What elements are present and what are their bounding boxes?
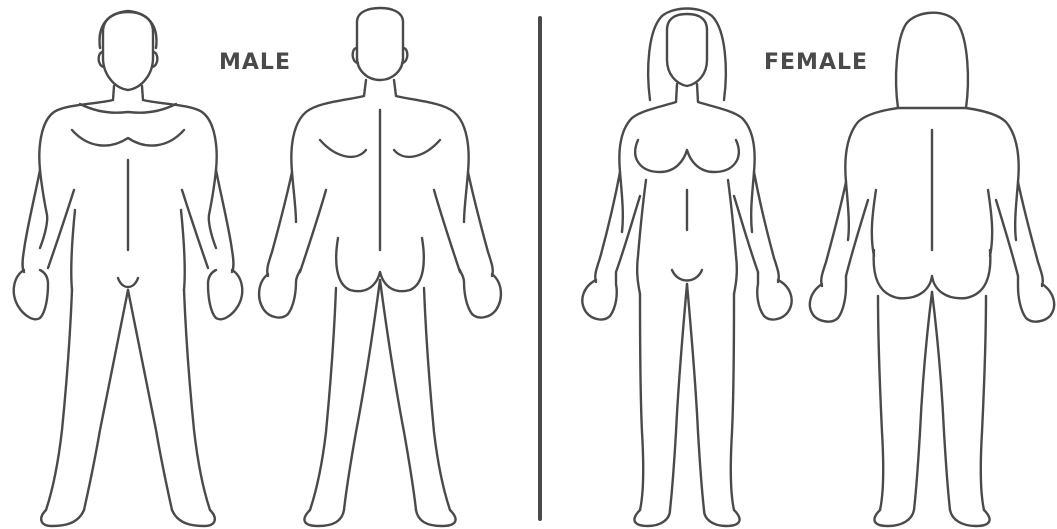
hand-outline [208, 270, 242, 319]
leg-outline [981, 296, 986, 510]
arm-outline [182, 190, 208, 268]
hand-outline [14, 270, 48, 319]
waist-outline [872, 190, 876, 256]
hip-outline [181, 210, 185, 290]
arm-outline [434, 190, 460, 272]
head-outline [667, 14, 707, 86]
chest-line [72, 130, 184, 146]
leg-outline [424, 288, 450, 510]
male-front-figure [14, 11, 243, 526]
leg-outline [731, 294, 734, 510]
waist-outline [988, 190, 992, 256]
groin-outline [672, 270, 702, 281]
leg-outline [380, 280, 416, 510]
hair-outline [100, 11, 157, 48]
leg-outline [932, 292, 950, 510]
hair-outline [896, 13, 968, 108]
arm-outline [23, 170, 41, 272]
torso-outline [291, 80, 366, 222]
groin-outline [118, 278, 138, 287]
torso-outline [142, 86, 217, 248]
female-back-figure [810, 13, 1054, 526]
foot-outline [950, 510, 990, 526]
foot-outline [704, 510, 740, 526]
leg-outline [344, 280, 380, 510]
torso-outline [39, 86, 114, 248]
arm-outline [821, 182, 846, 286]
torso-outline [394, 80, 469, 222]
foot-outline [874, 510, 914, 526]
leg-outline [310, 288, 336, 510]
female-front-figure [582, 9, 791, 527]
head-outline [357, 8, 403, 80]
foot-outline [304, 510, 344, 526]
hand-outline [757, 272, 791, 319]
shoulder-blade-line [320, 140, 366, 157]
chest-line [80, 104, 176, 113]
foot-outline [172, 510, 215, 526]
foot-outline [416, 510, 456, 526]
leg-outline [687, 284, 704, 510]
leg-outline [878, 296, 883, 510]
leg-outline [640, 294, 643, 510]
arm-outline [595, 172, 620, 282]
shoulder-blade-line [394, 140, 440, 157]
hand-outline [1018, 276, 1054, 322]
foot-outline [634, 510, 670, 526]
leg-outline [46, 290, 72, 510]
hand-outline [460, 270, 501, 317]
arm-outline [216, 170, 234, 272]
torso-outline [697, 84, 755, 232]
chest-outline [635, 140, 739, 172]
arm-outline [468, 172, 493, 276]
leg-outline [184, 290, 210, 510]
arm-outline [1018, 182, 1043, 286]
hand-outline [259, 270, 300, 317]
leg-outline [670, 284, 687, 510]
leg-outline [84, 290, 128, 510]
leg-outline [914, 292, 932, 510]
arm-outline [267, 172, 292, 276]
gender-divider [538, 16, 542, 521]
male-back-figure [259, 8, 501, 526]
hip-outline [71, 210, 75, 290]
hand-outline [582, 272, 616, 319]
foot-outline [41, 510, 84, 526]
hand-outline [810, 276, 846, 322]
male-heading: MALE [219, 52, 291, 74]
leg-outline [128, 290, 172, 510]
head-outline [103, 12, 153, 90]
female-heading: FEMALE [764, 52, 868, 74]
arm-outline [754, 172, 779, 282]
arm-outline [48, 190, 74, 268]
arm-outline [300, 190, 326, 272]
torso-outline [619, 84, 677, 232]
